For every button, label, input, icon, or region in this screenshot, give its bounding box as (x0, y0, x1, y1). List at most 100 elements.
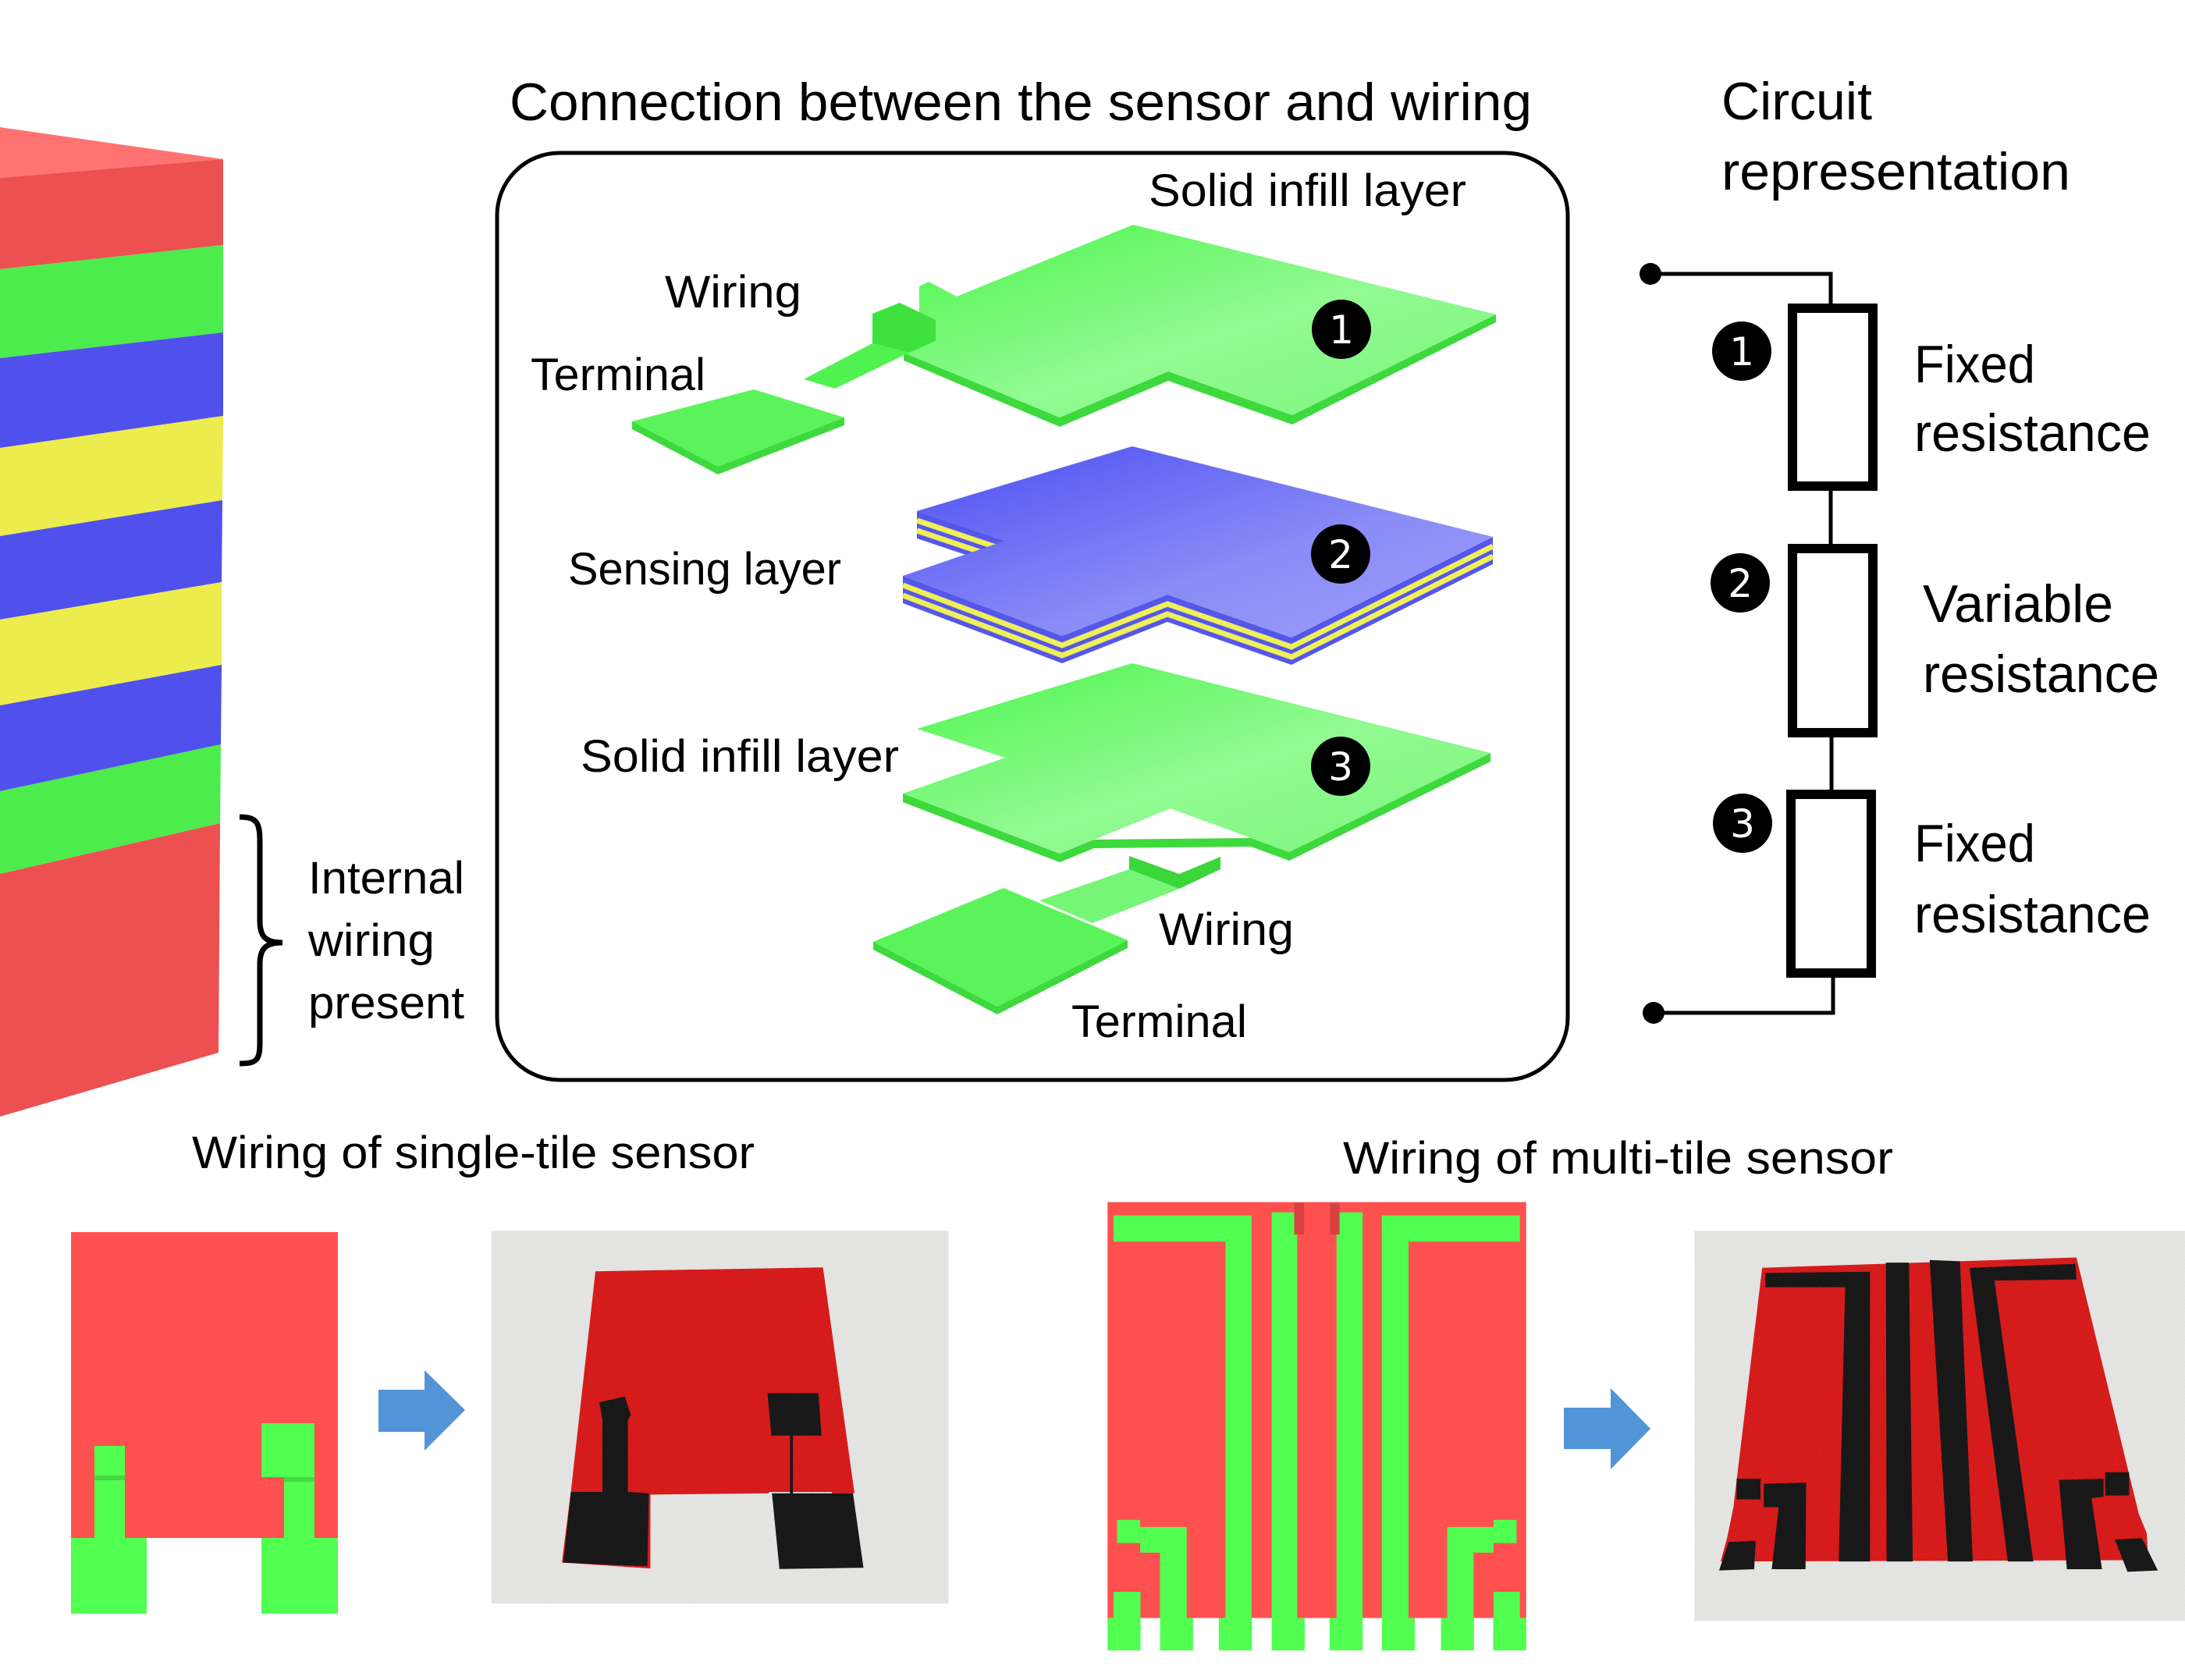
circuit-wire-top (1650, 272, 1833, 304)
multi-tile-trace-left-stub (1113, 1591, 1141, 1618)
single-tile-arrow-icon (378, 1370, 465, 1451)
single-tile-right-wire (284, 1477, 314, 1538)
resistor-2 (1788, 544, 1878, 737)
layer-2-label: Sensing layer (568, 544, 841, 595)
layer-1-terminal-side (632, 417, 844, 474)
layer-1-label: Solid infill layer (1149, 165, 1466, 216)
layer-2-yellow-stripe (901, 553, 1494, 660)
stack-layer-red-bottom (0, 823, 220, 1117)
layer-3-wiring-label: Wiring (1159, 904, 1294, 955)
layer-3-label: Solid infill layer (581, 731, 899, 782)
internal-wiring-label-line3: present (308, 978, 464, 1028)
photo-pad-right (2105, 1472, 2130, 1496)
multi-tile-arrow-icon (1564, 1388, 1650, 1469)
layer-stack-illustration: Internal wiring present (0, 127, 464, 1117)
layer-3-side (903, 753, 1490, 862)
single-tile-render (71, 1232, 338, 1614)
badge-3-circuit (1713, 794, 1772, 853)
stack-layer-red-top (0, 159, 223, 269)
multi-tile-pad-shadow (1294, 1202, 1305, 1235)
connection-panel: Connection between the sensor and wiring… (495, 73, 1570, 1082)
circuit-title-line1: Circuit (1721, 72, 1872, 131)
layer-2-top (903, 446, 1493, 638)
multi-tile-terminal (1107, 1618, 1141, 1651)
internal-wiring-label-line1: Internal (308, 853, 464, 904)
stack-layer-yellow (0, 582, 222, 705)
single-tile-right-pad-shadow (284, 1477, 314, 1482)
stack-layer-green (0, 744, 221, 874)
multi-tile-trace-right-stub (1493, 1591, 1520, 1618)
badge-2-layer-number: 2 (1328, 532, 1353, 577)
layer-3-terminal-pad (873, 888, 1128, 1007)
photo-right-black-wire (767, 1393, 864, 1569)
layer-1-wire-block (872, 303, 936, 353)
layer-3-wire-block (1129, 856, 1220, 889)
badge-2-layer (1311, 524, 1370, 584)
resistor-3-label-line2: resistance (1914, 885, 2151, 944)
layer-2-yellow-stripe (915, 517, 1007, 553)
multi-tile-terminal (1160, 1618, 1193, 1651)
circuit-title-line2: representation (1721, 142, 2070, 201)
layer-1-top (904, 225, 1496, 417)
layer-1-terminal-pad (632, 389, 844, 467)
badge-1-circuit-number: 1 (1729, 329, 1754, 375)
layer-3-wire-trace (1039, 869, 1179, 923)
resistor-1-label-line2: resistance (1914, 403, 2151, 463)
photo-trace-left-step (1764, 1482, 1807, 1570)
curly-brace (239, 814, 283, 1067)
resistor-1-label-line1: Fixed (1914, 335, 2035, 394)
layer-2-sensing: 2 Sensing layer (568, 446, 1494, 665)
stack-layer-yellow (0, 416, 223, 536)
single-tile-left-wire (94, 1446, 125, 1538)
layer-1-solid-infill: 1 Solid infill layer Wiring Terminal (531, 165, 1496, 474)
badge-3-layer (1311, 737, 1370, 796)
multi-tile-terminal (1218, 1618, 1252, 1651)
multi-tile-terminal (1329, 1618, 1363, 1651)
multi-tile-trace-left-L (1113, 1215, 1252, 1618)
circuit-wire-bottom (1654, 978, 1835, 1015)
badge-3-layer-number: 3 (1328, 744, 1353, 790)
multi-tile-trace-center-right (1336, 1212, 1363, 1618)
multi-tile-trace-left-step (1140, 1526, 1187, 1618)
single-tile-title: Wiring of single-tile sensor (192, 1128, 755, 1178)
photo-trace-center-left (1885, 1263, 1913, 1562)
multi-tile-terminal (1441, 1618, 1474, 1651)
connection-panel-frame (495, 151, 1570, 1082)
photo-pad-left (1736, 1478, 1761, 1500)
internal-wiring-label-line2: wiring (307, 915, 435, 966)
stack-layer-blue (0, 332, 223, 448)
layer-3-solid-infill: 3 Solid infill layer Wiring Terminal (581, 663, 1490, 1047)
layer-2-yellow-stripe (901, 543, 1494, 650)
resistor-2-label-line2: resistance (1923, 645, 2159, 704)
photo-trace-center-right (1929, 1259, 1974, 1562)
layer-1-wiring-label: Wiring (665, 267, 801, 318)
single-tile-right-pad (261, 1423, 314, 1477)
photo-terminal-right (2114, 1538, 2158, 1572)
stack-layer-green (0, 245, 223, 358)
multi-tile-title: Wiring of multi-tile sensor (1343, 1133, 1893, 1184)
circuit-representation: Circuit representation 1 2 3 Fixed resis… (1640, 72, 2159, 1024)
multi-tile-trace-right-L (1381, 1215, 1520, 1618)
badge-2-circuit-number: 2 (1728, 561, 1753, 606)
badge-1-circuit (1712, 321, 1771, 381)
multi-tile-pad-shadow (1330, 1202, 1340, 1235)
multi-tile-trace-center-left (1271, 1212, 1298, 1618)
photo-trace-right-step (2059, 1478, 2104, 1570)
photo-trace-right-L (1969, 1263, 2077, 1562)
stack-layer-blue (0, 500, 222, 620)
connection-panel-title: Connection between the sensor and wiring (510, 73, 1532, 132)
stack-top-face (0, 127, 223, 178)
multi-tile-terminal (1493, 1618, 1526, 1651)
photo-trace-left-L (1765, 1271, 1871, 1562)
multi-tile-trace-right-step (1447, 1526, 1494, 1618)
badge-2-circuit (1711, 553, 1770, 613)
single-tile-left-pad-shadow (94, 1476, 125, 1480)
layer-3-terminal-label: Terminal (1071, 996, 1247, 1047)
multi-tile-bottom-right-pad (1493, 1519, 1517, 1543)
multi-tile-photo (1694, 1231, 2185, 1621)
single-tile-left-terminal (71, 1538, 147, 1614)
multi-tile-terminal (1381, 1618, 1416, 1651)
photo-left-black-wire (563, 1396, 649, 1567)
photo-red-tile (1720, 1257, 2148, 1562)
multi-tile-terminal (1271, 1618, 1305, 1651)
